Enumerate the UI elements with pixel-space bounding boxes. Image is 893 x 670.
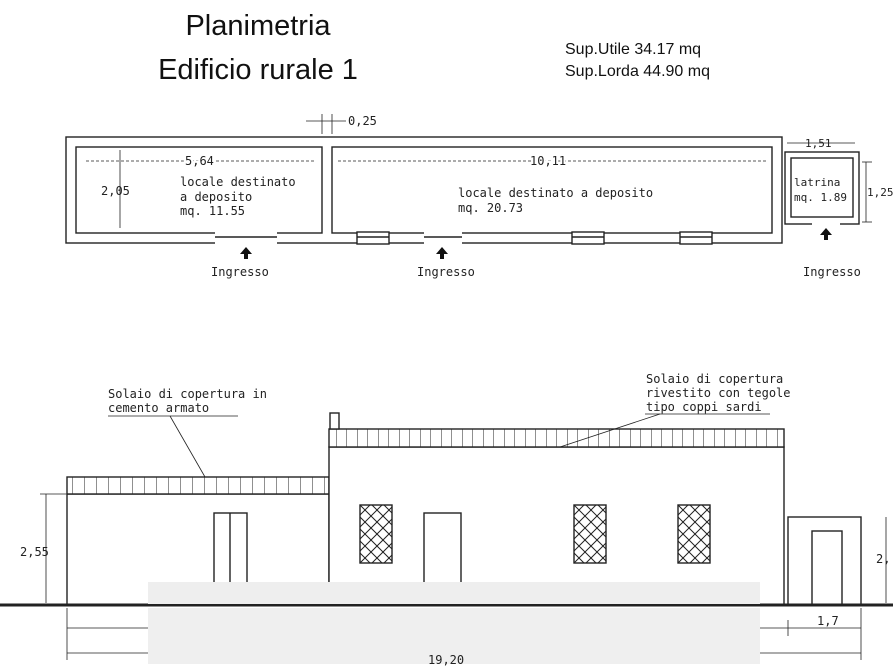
left-roof [66,476,330,495]
dim-total: 19,20 [428,653,464,667]
room1-width: 5,64 [185,154,214,168]
note-right-3: tipo coppi sardi [646,400,762,414]
central-body [328,446,785,606]
room1-inner [75,146,323,234]
ground-band [148,582,760,604]
dim-wall: 0,25 [348,114,377,128]
dim-right: 1,7 [817,614,839,628]
room2-area: mq. 20.73 [458,201,523,215]
right-body [787,516,862,606]
note-right-1: Solaio di copertura [646,372,783,386]
room1-depth: 2,05 [101,184,130,198]
entrance-label-2: Ingresso [417,265,475,279]
room1-area: mq. 11.55 [180,204,245,218]
note-right-2: rivestito con tegole [646,386,791,400]
window-2 [573,504,607,564]
room3-label: latrina [794,176,840,189]
central-roof [328,428,785,448]
arrow-up-icon [820,228,832,240]
page-subtitle: Edificio rurale 1 [158,54,358,86]
window-1 [359,504,393,564]
arrow-up-icon [240,247,252,259]
gross-area: Sup.Lorda 44.90 mq [565,63,710,80]
room3-area: mq. 1.89 [794,191,847,204]
page-title: Planimetria [185,10,331,42]
room2-inner [331,146,773,234]
note-left-1: Solaio di copertura in [108,387,267,401]
entrance-label-1: Ingresso [211,265,269,279]
room3-depth: 1,25 [867,186,893,199]
note-left-2: cemento armato [108,401,209,415]
room2-label: locale destinato a deposito [458,186,653,200]
height-right: 2, [876,552,890,566]
chimney [329,412,340,430]
entrance-arrows [240,228,832,259]
window-hatching [359,504,711,564]
useful-area: Sup.Utile 34.17 mq [565,41,702,58]
latrine-inner [790,157,854,218]
entrance-label-3: Ingresso [803,265,861,279]
room1-label1: locale destinato [180,175,296,189]
main-outer-wall [65,136,783,244]
floor-plan [65,114,872,245]
window-3 [677,504,711,564]
room2-width: 10,11 [530,154,566,168]
height-left: 2,55 [20,545,49,559]
arrow-up-icon [436,247,448,259]
room1-label2: a deposito [180,190,252,204]
dim-latrine-width: 1,51 [805,137,832,150]
ground-band-lower [148,608,760,664]
